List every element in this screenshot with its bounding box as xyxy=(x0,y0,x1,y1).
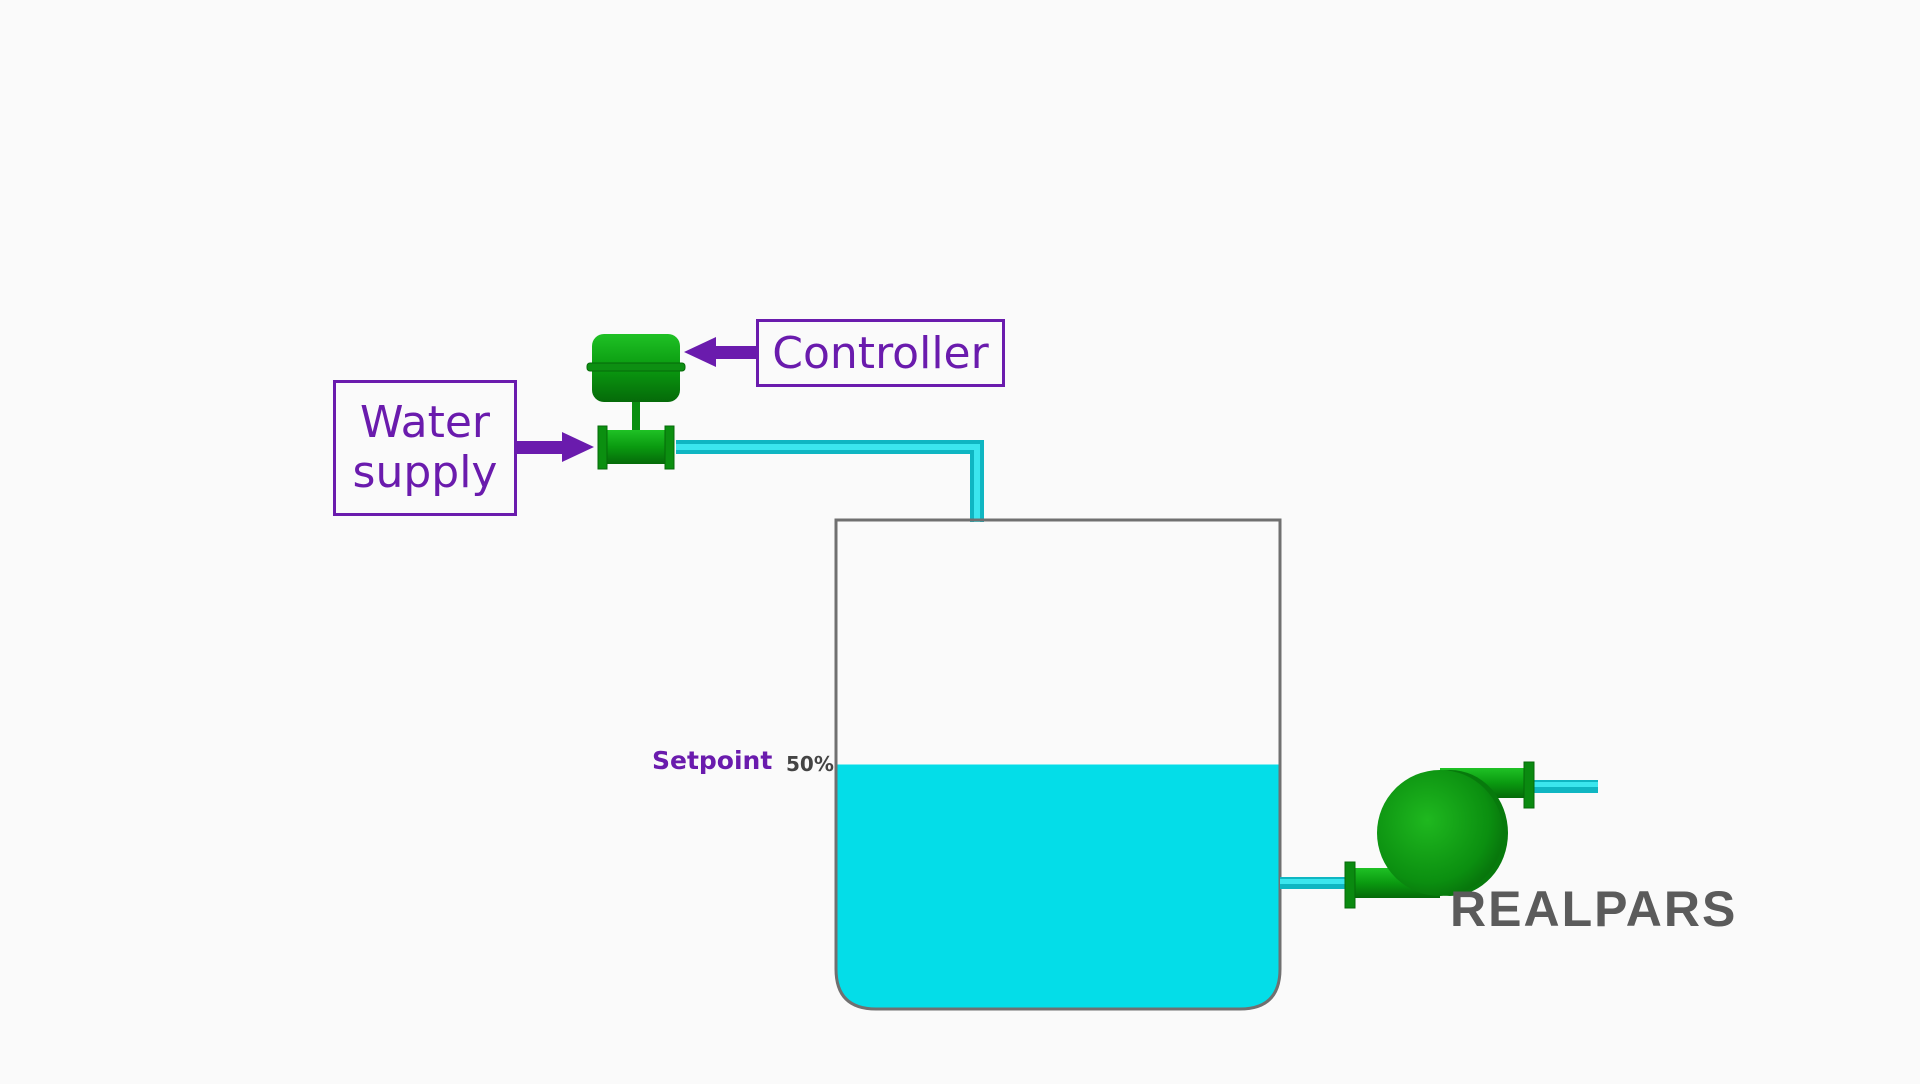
tank-water xyxy=(836,764,1280,1009)
controller-label: Controller xyxy=(756,319,1005,387)
control-valve-icon xyxy=(586,334,686,470)
water-supply-line1: Water xyxy=(359,397,491,448)
setpoint-value: 50% xyxy=(786,752,834,776)
tank xyxy=(834,518,1282,1011)
inlet-pipe-highlight xyxy=(676,444,980,522)
inlet-pipe xyxy=(676,440,984,522)
arrow-left-icon xyxy=(684,337,757,367)
setpoint-label: Setpoint xyxy=(652,746,773,775)
arrow-right-icon xyxy=(517,432,594,462)
centrifugal-pump-icon xyxy=(1344,761,1535,909)
water-supply-line2: supply xyxy=(352,447,498,498)
water-supply-label: Water supply xyxy=(333,380,517,516)
controller-text: Controller xyxy=(772,327,989,379)
realpars-logo: REALPARS xyxy=(1450,881,1738,937)
